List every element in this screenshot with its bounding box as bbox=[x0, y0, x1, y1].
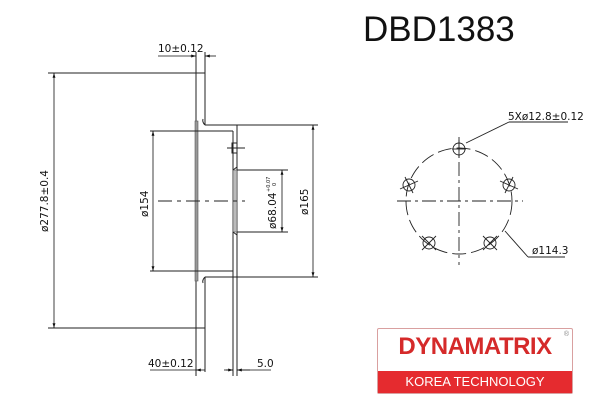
pcd-label: ø114.3 bbox=[532, 245, 568, 257]
outer-diameter-label: ø277.8±0.4 bbox=[39, 170, 51, 232]
hat-inner-diameter-label: ø154 bbox=[139, 190, 151, 217]
hub-thickness-label: 5.0 bbox=[257, 358, 274, 370]
total-height-label: 40±0.12 bbox=[148, 358, 194, 370]
bolt-hole-icon bbox=[482, 235, 498, 251]
brand-logo: DYNAMATRIX ® KOREA TECHNOLOGY bbox=[377, 328, 573, 394]
hat-outer-diameter-label: ø165 bbox=[299, 189, 311, 215]
disc-cross-section bbox=[48, 52, 318, 376]
center-bore-tol-lower: 0 bbox=[272, 183, 278, 186]
logo-tagline: KOREA TECHNOLOGY bbox=[378, 371, 572, 393]
bolt-hole-icon bbox=[421, 235, 437, 251]
dimension-lines bbox=[52, 54, 315, 372]
registered-mark: ® bbox=[563, 331, 569, 338]
bolt-circle-view bbox=[397, 121, 568, 265]
dimension-labels: 10±0.12 ø277.8±0.4 ø154 ø68.04 +0.07 0 ø… bbox=[39, 43, 311, 370]
bolt-hole-icon bbox=[499, 176, 519, 194]
bolt-hole-icon bbox=[452, 140, 466, 158]
thickness-label: 10±0.12 bbox=[158, 43, 204, 55]
part-number-title: DBD1383 bbox=[363, 10, 515, 49]
bolt-hole-icon bbox=[399, 176, 419, 194]
logo-brand-text: DYNAMATRIX bbox=[398, 333, 552, 360]
center-bore-label: ø68.04 bbox=[267, 192, 279, 229]
bolt-holes-label: 5Xø12.8±0.12 bbox=[508, 111, 584, 123]
center-bore-tol-upper: +0.07 bbox=[266, 177, 272, 192]
